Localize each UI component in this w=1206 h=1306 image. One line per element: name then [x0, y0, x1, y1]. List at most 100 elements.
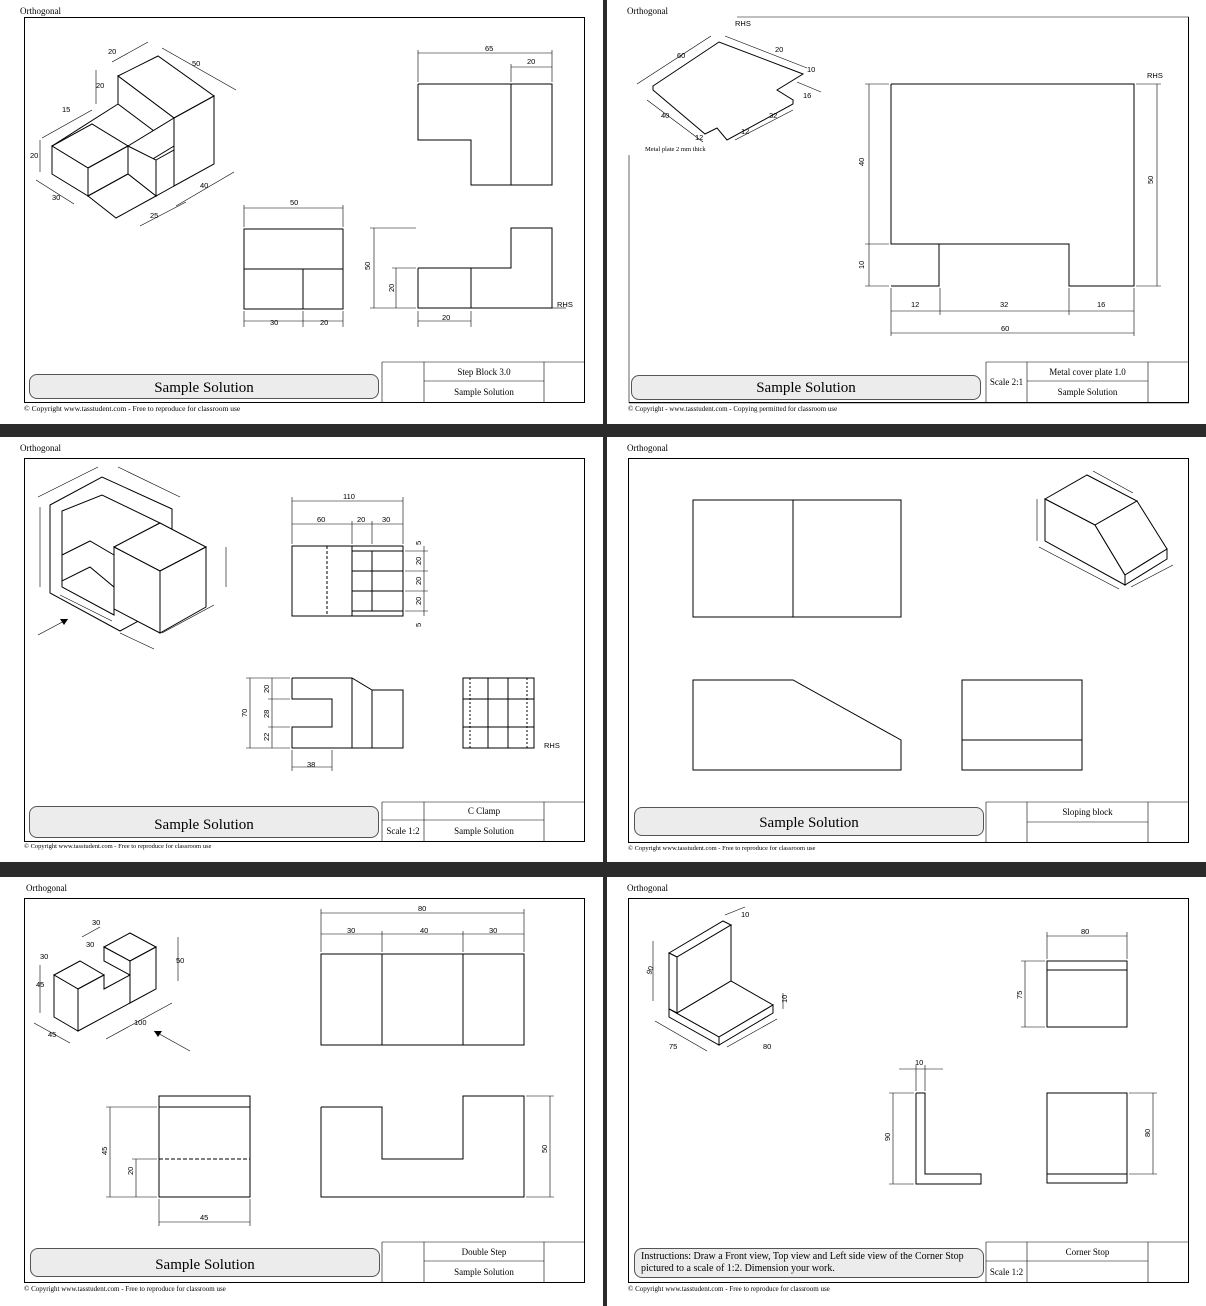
- end-view: [961, 679, 1083, 771]
- dim-30: 30: [382, 515, 390, 524]
- dim-v70: 70: [240, 709, 249, 717]
- side-view: [158, 1095, 251, 1198]
- dim-v5a: 5: [414, 541, 423, 545]
- top-view: [320, 953, 525, 1046]
- dim-iso-16: 16: [803, 91, 811, 100]
- dim-v22: 22: [262, 733, 271, 741]
- sample-solution-banner: Sample Solution: [30, 1248, 380, 1277]
- dim-iso-30c: 30: [86, 940, 94, 949]
- drawing-canvas: RHS 60 20 10 16 32 12 12 40 Metal plate …: [628, 16, 1189, 404]
- dim-10: 10: [857, 261, 866, 269]
- dim-38: 38: [307, 760, 315, 769]
- dim-v20: 20: [262, 685, 271, 693]
- dim-iso-50: 50: [176, 956, 184, 965]
- scale-cell: Scale 1:2: [386, 826, 420, 836]
- dim-iso-12b: 12: [695, 133, 703, 142]
- dim-65: 65: [485, 44, 493, 53]
- dim-iso-60: 60: [677, 51, 685, 60]
- front-view: [291, 677, 404, 749]
- drawing-frame: [628, 458, 1189, 843]
- title-block: [381, 361, 585, 403]
- dim-30a: 30: [347, 926, 355, 935]
- dim-30b: 30: [489, 926, 497, 935]
- drawing-frame: [24, 17, 585, 403]
- sample-solution-banner: Sample Solution: [29, 806, 379, 838]
- isometric-dimensions: [33, 926, 179, 1044]
- side-view: [1046, 1092, 1128, 1184]
- dim-iso-45b: 45: [48, 1030, 56, 1039]
- dim-v20: 20: [126, 1167, 135, 1175]
- drawing-canvas: 30 45 30 30 50 45 100 80 30 40 30 45 20: [33, 904, 585, 1283]
- dim-v20c: 20: [414, 597, 423, 605]
- dim-iso-10a: 10: [741, 910, 749, 919]
- front-view: [320, 1095, 525, 1198]
- dim-iso-80: 80: [763, 1042, 771, 1051]
- dim-v90: 90: [883, 1133, 892, 1141]
- rhs-label: RHS: [557, 300, 573, 309]
- dim-iso-40: 40: [661, 111, 669, 120]
- title-block: [381, 801, 585, 842]
- scale-cell: Scale 2:1: [989, 377, 1024, 387]
- title-block: [985, 1241, 1189, 1283]
- dim-50: 50: [1146, 176, 1155, 184]
- isometric-view: [52, 932, 158, 1032]
- dim-iso-20: 20: [775, 45, 783, 54]
- copyright: © Copyright www.tasstudent.com - Free to…: [24, 843, 212, 850]
- dim-iso-10b: 10: [780, 995, 789, 1003]
- isometric-view: [667, 920, 774, 1046]
- front-view: [243, 228, 344, 310]
- sheet-step-block: Orthogonal 20 20 50 15 20 30: [0, 0, 603, 424]
- top-view: [291, 545, 404, 617]
- copyright: © Copyright - www.tasstudent.com - Copyi…: [628, 405, 838, 413]
- title-cell: Metal cover plate 1.0: [1049, 366, 1126, 377]
- side-view-top-right: [417, 83, 553, 186]
- dim-16: 16: [1097, 300, 1105, 309]
- dim-iso-15: 15: [62, 105, 70, 114]
- scale-cell: Scale 1:2: [989, 1267, 1024, 1277]
- dim-12: 12: [911, 300, 919, 309]
- title-block: [381, 1241, 585, 1283]
- isometric-view: [652, 41, 805, 141]
- sheet-header: Orthogonal: [627, 6, 668, 16]
- end-view: [417, 227, 553, 309]
- dim-10: 10: [915, 1058, 923, 1067]
- drawing-frame: [629, 17, 1189, 403]
- sample-solution-banner: Sample Solution: [631, 375, 981, 400]
- title-block: [985, 801, 1189, 843]
- dim-iso-30: 30: [52, 193, 60, 202]
- dim-iso-25: 25: [150, 211, 158, 220]
- sheet-metal-cover-plate: Orthogonal RHS 60 20 10 16 32 12 12 40 M…: [607, 0, 1206, 424]
- isometric-dimensions: [636, 35, 822, 143]
- dim-v20a: 20: [414, 557, 423, 565]
- dim-45: 45: [200, 1213, 208, 1222]
- sheet-header: Orthogonal: [20, 6, 61, 16]
- isometric-view: [1043, 474, 1168, 586]
- dim-v75: 75: [1015, 991, 1024, 999]
- dim-20-c: 20: [442, 313, 450, 322]
- dim-iso-20c: 20: [30, 151, 38, 160]
- title-cell: Double Step: [461, 1246, 507, 1257]
- dim-iso-100: 100: [134, 1018, 147, 1027]
- rhs-label: RHS: [544, 741, 560, 750]
- front-view: [692, 679, 902, 771]
- dim-20-bottom: 20: [320, 318, 328, 327]
- dim-iso-20b: 20: [96, 81, 104, 90]
- copyright: © Copyright www.tasstudent.com - Free to…: [628, 1285, 830, 1293]
- dim-40: 40: [420, 926, 428, 935]
- dim-v5b: 5: [414, 623, 423, 627]
- dim-iso-32: 32: [769, 111, 777, 120]
- subtitle-cell: Sample Solution: [454, 826, 514, 836]
- copyright: © Copyright www.tasstudent.com - Free to…: [24, 404, 241, 413]
- dim-v50: 50: [540, 1145, 549, 1153]
- isometric-view: [49, 476, 208, 634]
- dim-60: 60: [317, 515, 325, 524]
- dim-iso-10: 10: [807, 65, 815, 74]
- dim-iso-90: 90: [644, 965, 655, 976]
- instructions-banner: Instructions: Draw a Front view, Top vie…: [634, 1248, 984, 1278]
- dim-30: 30: [270, 318, 278, 327]
- title-cell: Sloping block: [1062, 807, 1113, 817]
- dim-32: 32: [1000, 300, 1008, 309]
- dim-iso-12: 12: [741, 127, 749, 136]
- dim-iso-30b: 30: [92, 918, 100, 927]
- sheet-header: Orthogonal: [26, 883, 67, 893]
